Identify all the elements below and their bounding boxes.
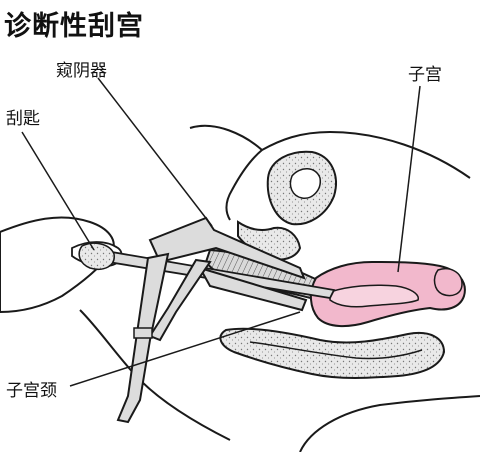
leader-curette: [21, 131, 95, 251]
label-uterus: 子宫: [408, 65, 442, 85]
label-speculum: 窥阴器: [56, 61, 107, 81]
ovary: [433, 268, 463, 297]
diagram-title: 诊断性刮宫: [4, 11, 144, 42]
leader-uterus: [397, 85, 421, 273]
speculum-lower-blade: [197, 266, 308, 312]
rectum: [219, 327, 446, 379]
bladder-inner: [289, 168, 321, 199]
label-curette: 刮匙: [6, 109, 40, 129]
leader-speculum: [97, 77, 213, 227]
abdomen-contour: [225, 149, 263, 221]
speculum-screw: [133, 327, 153, 339]
uterine-cavity: [329, 284, 419, 308]
speculum-lever: [148, 258, 212, 342]
buttock-contour: [299, 395, 480, 452]
label-cervix: 子宫颈: [6, 381, 57, 401]
leader-cervix: [69, 311, 301, 387]
body-contour: [189, 124, 471, 179]
rectum-lumen: [249, 341, 423, 360]
curette-handle-grip: [78, 242, 115, 270]
